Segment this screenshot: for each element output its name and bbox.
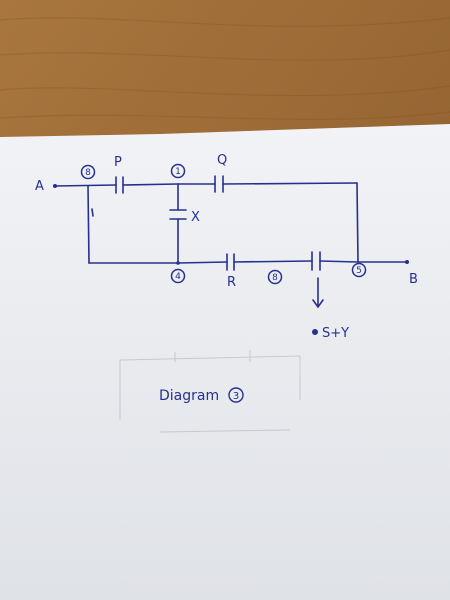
wire-s-to-node5 xyxy=(319,260,359,263)
node-junction-dot xyxy=(176,261,180,265)
node-circle-4 xyxy=(267,269,283,285)
wood-grain xyxy=(0,17,450,120)
paper-sheet xyxy=(0,124,450,600)
wire-a-to-p xyxy=(54,184,117,187)
node-4-number: 8 xyxy=(272,273,278,283)
capacitor-q-label: Q xyxy=(217,153,227,168)
capacitor-q xyxy=(214,175,224,193)
wire-q-to-right xyxy=(222,182,358,185)
wire-left-vertical xyxy=(87,185,90,264)
node-5-number: 5 xyxy=(356,266,362,276)
wire-right-vertical xyxy=(356,182,359,263)
node-circle-3 xyxy=(170,268,186,284)
node-circle-5 xyxy=(351,262,367,278)
capacitor-p xyxy=(115,176,124,194)
terminal-b-label: B xyxy=(409,272,418,287)
node-circle-2 xyxy=(170,163,186,179)
diagram-caption: Diagram xyxy=(159,388,219,404)
caption-number-circle xyxy=(228,387,244,403)
node-3-number: 4 xyxy=(175,272,181,282)
node-1-number: 8 xyxy=(85,168,91,178)
wire-node4-to-r xyxy=(177,261,228,264)
circuit xyxy=(54,175,408,309)
s-bullet xyxy=(312,329,318,335)
terminal-a-label: A xyxy=(35,179,44,194)
note-s-plus-y: S+Y xyxy=(322,326,349,341)
capacitor-p-label: P xyxy=(114,155,122,170)
capacitor-r xyxy=(226,253,235,271)
show-through-marks xyxy=(119,350,301,433)
capacitor-x-label: X xyxy=(191,210,200,225)
wire-p-to-node2 xyxy=(122,183,179,186)
terminal-a-dot xyxy=(53,184,57,188)
down-arrow xyxy=(312,277,324,309)
wire-r-to-s xyxy=(233,260,313,263)
node-2-number: 1 xyxy=(175,167,181,177)
tick-mark xyxy=(91,208,94,217)
terminal-b-dot xyxy=(405,260,409,264)
node-circle-1 xyxy=(80,164,96,180)
capacitor-r-label: R xyxy=(227,275,236,290)
caption-number: 3 xyxy=(233,391,239,402)
capacitor-s xyxy=(311,251,321,271)
capacitor-x xyxy=(169,209,187,220)
